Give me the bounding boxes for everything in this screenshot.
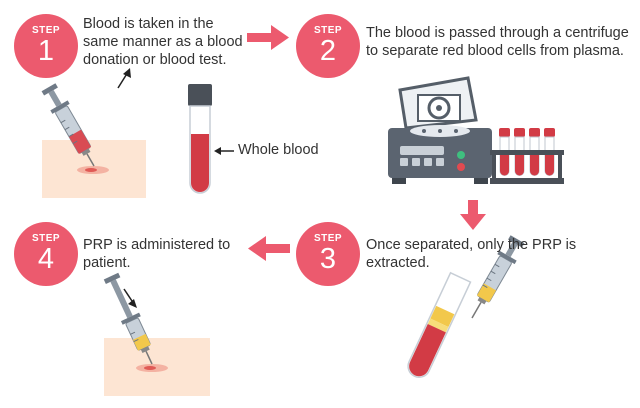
- step-3-badge: STEP 3: [296, 222, 360, 286]
- rack-tube: [529, 128, 540, 176]
- step-label: STEP: [313, 233, 343, 244]
- skin-patch-step4: [104, 338, 210, 396]
- step-text-line: same manner as a blood: [83, 34, 243, 50]
- skin-patch-step1: [42, 140, 146, 198]
- step-text-line: Once separated, only the PRP is: [366, 237, 577, 253]
- step-number: 2: [319, 35, 337, 67]
- syringe-step3-icon: [471, 235, 525, 319]
- step-4-badge: STEP 4: [14, 222, 78, 286]
- syringe-step1-icon: [41, 83, 95, 167]
- step-text-line: to separate red blood cells from plasma.: [366, 43, 624, 59]
- step-text-line: patient.: [83, 255, 131, 271]
- syringe-step4-icon: [103, 272, 153, 365]
- test-tube-rack-icon: [490, 128, 564, 184]
- whole-blood-tube-icon: [188, 84, 212, 194]
- rack-tube: [514, 128, 525, 176]
- pull-arrow-icon: [117, 68, 131, 89]
- step-label: STEP: [31, 25, 61, 36]
- arrow-left-icon: [248, 236, 290, 261]
- step-3-text: Once separated, only the PRP is extracte…: [366, 236, 576, 272]
- step-text-line: donation or blood test.: [83, 52, 227, 68]
- step-number: 1: [37, 35, 55, 67]
- whole-blood-label: Whole blood: [238, 142, 319, 158]
- step-label: STEP: [313, 25, 343, 36]
- separated-tube-icon: [407, 271, 472, 378]
- step-text-line: PRP is administered to: [83, 237, 231, 253]
- step-text-line: Blood is taken in the: [83, 16, 214, 32]
- step-4-text: PRP is administered to patient.: [83, 236, 230, 272]
- step-2-badge: STEP 2: [296, 14, 360, 78]
- push-arrow-icon: [123, 288, 137, 308]
- step-1-text: Blood is taken in the same manner as a b…: [83, 15, 243, 69]
- pointer-arrow-icon: [214, 147, 234, 155]
- rack-tube: [499, 128, 510, 176]
- centrifuge-icon: [388, 76, 492, 184]
- step-text-line: extracted.: [366, 255, 430, 271]
- arrow-right-icon: [247, 25, 289, 50]
- step-text-line: The blood is passed through a centrifuge: [366, 25, 629, 41]
- step-1-badge: STEP 1: [14, 14, 78, 78]
- arrow-down-icon: [460, 200, 486, 230]
- step-2-text: The blood is passed through a centrifuge…: [366, 24, 629, 60]
- step-number: 3: [319, 243, 337, 275]
- step-number: 4: [37, 243, 55, 275]
- rack-tube: [544, 128, 555, 176]
- step-label: STEP: [31, 233, 61, 244]
